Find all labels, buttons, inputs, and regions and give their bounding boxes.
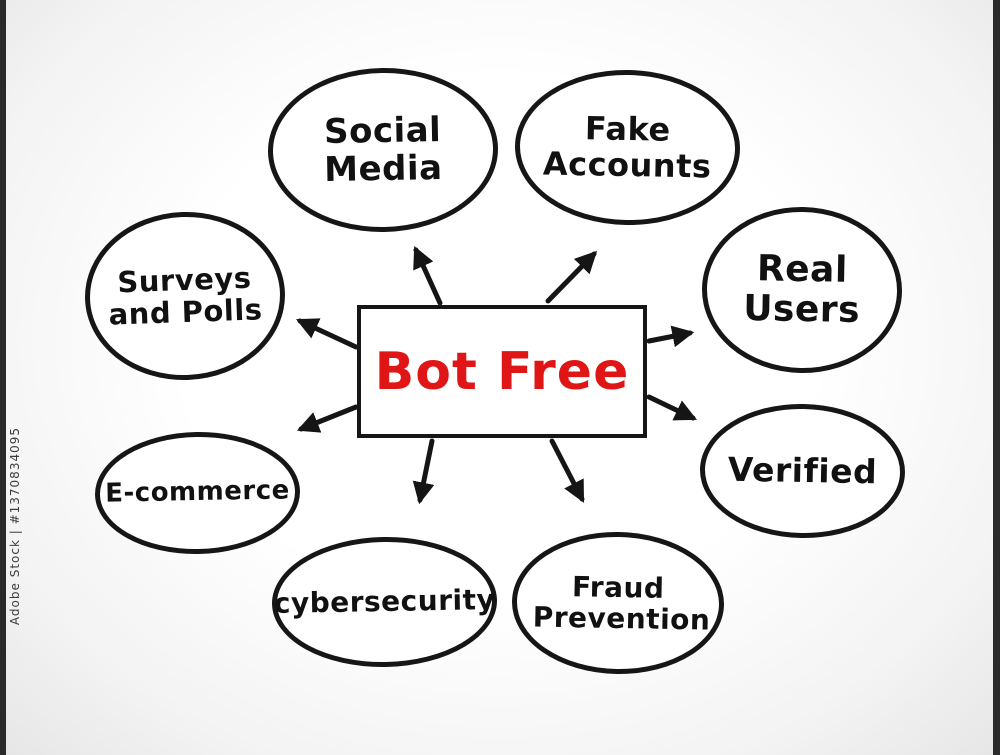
node-label: Social Media xyxy=(323,109,443,191)
node-social-media: Social Media xyxy=(266,66,500,234)
node-label: Surveys and Polls xyxy=(108,260,264,332)
arrow-to-real-users xyxy=(646,325,695,348)
arrow-to-social-media xyxy=(413,245,443,306)
node-label: Fake Accounts xyxy=(542,108,712,185)
right-edge-bar xyxy=(993,0,1000,755)
left-edge-bar xyxy=(0,0,6,755)
arrow-to-cybersecurity xyxy=(412,438,435,505)
node-fraud-prevention: Fraud Prevention xyxy=(510,530,726,676)
stock-id-watermark: Adobe Stock | #1370834095 xyxy=(8,426,22,625)
node-cybersecurity: cybersecurity xyxy=(270,535,499,669)
node-surveys-and-polls: Surveys and Polls xyxy=(82,208,288,384)
node-real-users: Real Users xyxy=(700,205,904,375)
node-label: Verified xyxy=(727,449,878,491)
node-fake-accounts: Fake Accounts xyxy=(513,68,742,227)
center-node-bot-free: Bot Free xyxy=(357,305,647,438)
node-label: Fraud Prevention xyxy=(532,569,711,637)
node-e-commerce: E-commerce xyxy=(93,430,302,556)
center-node-label: Bot Free xyxy=(374,341,630,402)
node-label: cybersecurity xyxy=(273,583,496,621)
node-label: Real Users xyxy=(742,247,861,332)
arrow-to-surveys-polls xyxy=(296,318,359,350)
arrow-to-fake-accounts xyxy=(545,250,598,304)
arrow-to-verified xyxy=(646,394,697,421)
arrow-to-fraud-prevention xyxy=(549,438,585,503)
node-verified: Verified xyxy=(698,402,907,540)
node-label: E-commerce xyxy=(104,475,290,510)
arrow-to-e-commerce xyxy=(296,404,359,433)
